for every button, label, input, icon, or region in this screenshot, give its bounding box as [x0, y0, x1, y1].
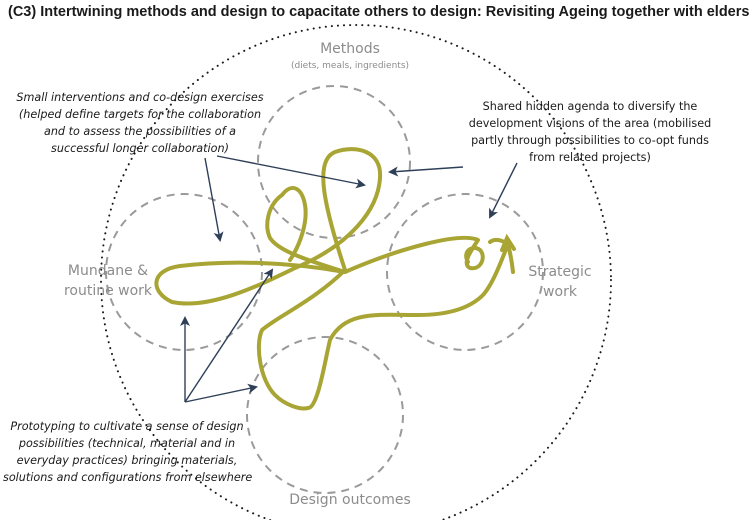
- left-loop-path: [265, 193, 347, 274]
- methods-sublabel: (diets, meals, ingredients): [290, 61, 410, 71]
- note-line: Small interventions and co-design exerci…: [16, 91, 264, 104]
- methods-label: Methods: [320, 41, 380, 57]
- path-end-arrowhead: [500, 233, 516, 252]
- strategic-circle: [386, 193, 544, 351]
- mundane-circle: [105, 193, 263, 351]
- note-line: possibilities (technical, material and i…: [18, 437, 236, 450]
- shared-agenda-note: Shared hidden agenda to diversify the de…: [462, 98, 718, 166]
- diagram-title: (C3) Intertwining methods and design to …: [8, 4, 749, 20]
- note-line: Shared hidden agenda to diversify the: [482, 100, 698, 113]
- note-line: partly through possibilities to co-opt f…: [471, 134, 709, 147]
- mundane-label: Mundane & routine work: [48, 261, 168, 301]
- mundane-label-line2: routine work: [63, 283, 153, 299]
- mundane-label-line1: Mundane &: [67, 263, 149, 279]
- methods-circle: [257, 85, 411, 239]
- prototyping-note: Prototyping to cultivate a sense of desi…: [3, 418, 253, 486]
- arrow-shared-to-methods: [388, 166, 464, 177]
- small-interventions-note: Small interventions and co-design exerci…: [5, 89, 275, 157]
- upper-left-cross-path: [280, 186, 308, 262]
- outcomes-label: Design outcomes: [289, 492, 411, 508]
- note-line: from related projects): [529, 151, 651, 164]
- intertwining-path: [154, 147, 515, 411]
- arrow-small-to-methods: [216, 155, 366, 189]
- note-line: development visions of the area (mobilis…: [468, 117, 712, 130]
- diagram-canvas: (C3) Intertwining methods and design to …: [3, 4, 749, 520]
- note-line: solutions and configurations from elsewh…: [3, 471, 253, 484]
- strategic-label-line1: Strategic: [528, 264, 592, 280]
- strategic-label-line2: work: [543, 284, 577, 300]
- note-line: (helped define targets for the collabora…: [18, 108, 262, 121]
- diagram-graphics: [100, 24, 612, 520]
- arrow-proto-to-center: [184, 268, 274, 403]
- outer-dotted-circle: [100, 24, 612, 520]
- arrow-proto-to-outcomes: [184, 383, 258, 403]
- strategic-label: Strategic work: [510, 262, 610, 302]
- note-line: Prototyping to cultivate a sense of desi…: [10, 420, 244, 433]
- note-line: everyday practices) bringing materials,: [16, 454, 238, 467]
- outcomes-circle: [246, 336, 404, 494]
- note-line: successful longer collaboration): [51, 142, 229, 155]
- arrow-shared-to-strategic: [489, 162, 518, 219]
- note-line: and to assess the possibilities of a: [43, 125, 236, 138]
- arrow-small-to-mundane: [204, 157, 224, 242]
